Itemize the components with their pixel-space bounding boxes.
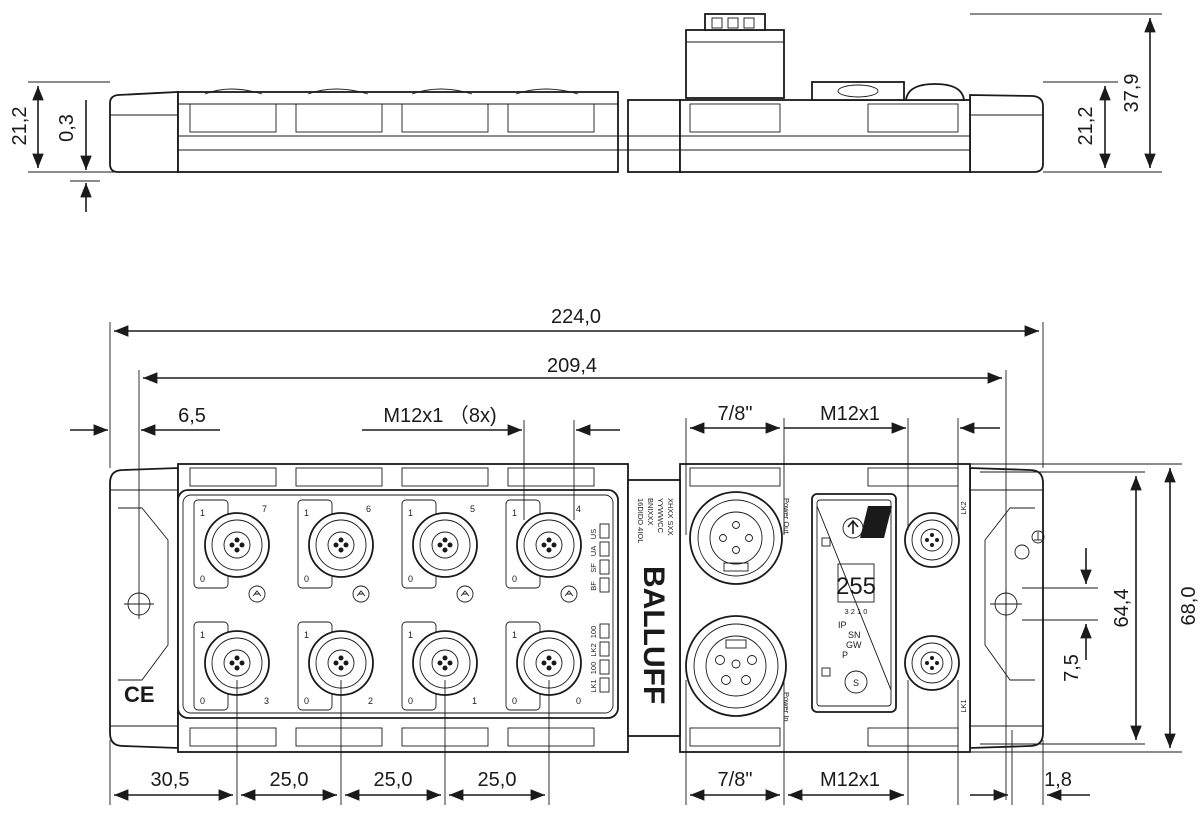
led-label-lk1: LK1 [589,679,598,692]
port-number-1: 1 [472,696,477,706]
gw-label: GW [846,640,862,650]
pin-one-label: 1 [304,508,309,518]
pin-one-label: 1 [512,630,517,640]
rotation-icons [248,585,578,603]
rotate-icon [352,585,370,603]
io-port-4: 1 0 4 [505,499,582,589]
io-port-3: 1 0 3 [193,621,270,711]
sn-label: SN [848,630,861,640]
dim-overall-length: 224,0 [551,306,601,328]
io-port-5: 1 0 5 [401,499,478,589]
dim-hole-offset: 6,5 [178,405,206,427]
port-number-6: 6 [366,504,371,514]
dim-bottom-pitch-2: 25,0 [374,769,413,791]
rotate-icon [248,585,266,603]
io-port-7: 1 0 7 [193,499,270,589]
pin-zero-label: 0 [512,574,517,584]
dim-power-thread-bottom: 7/8" [718,769,753,791]
product-line-1: BNIXXX [646,498,655,526]
dim-hole-spacing: 209,4 [547,355,597,377]
dim-port-thread-group: M12x1 （8x) [383,404,496,427]
pin-zero-label: 0 [200,696,205,706]
product-label: 16DIDO 4IOL BNIXXX YYWWCC XHXX SXX BALLU… [636,498,675,704]
dim-side-total-height: 37,9 [1121,74,1143,113]
pin-one-label: 1 [408,630,413,640]
led-indicators: US UA SF BF 100 LK2 100 LK1 [589,523,610,693]
io-port-6: 1 0 6 [297,499,374,589]
port-number-4: 4 [576,504,581,514]
port-number-5: 5 [470,504,475,514]
io-port-0: 1 0 0 [505,621,582,711]
ip-label: IP [838,620,847,630]
network-port-lk2: LK2 [904,501,968,568]
io-ports: 1 0 7 1 0 6 1 0 5 [193,499,582,711]
led-label-lk2: LK2 [589,643,598,656]
pin-zero-label: 0 [304,574,309,584]
port-number-2: 2 [368,696,373,706]
dim-side-offset: 0,3 [56,114,78,142]
rotate-icon [456,585,474,603]
pin-zero-label: 0 [200,574,205,584]
network-port-lk1: LK1 [904,635,968,713]
lk1-label: LK1 [959,699,968,712]
side-view [109,13,1044,173]
pin-zero-label: 0 [408,574,413,584]
ce-mark-icon: CE [124,682,155,707]
pin-zero-label: 0 [304,696,309,706]
pin-one-label: 1 [200,630,205,640]
pin-one-label: 1 [512,508,517,518]
p-label: P [842,650,848,660]
pin-one-label: 1 [200,508,205,518]
dim-power-thread-top: 7/8" [718,403,753,425]
network-connector-side [811,81,966,101]
power-out-connector: Power Out [689,491,791,585]
front-dimensions: 224,0 209,4 6,5 M12x1 （8x) 7/8" M12x1 [70,306,1200,805]
brand-logo: BALLUFF [637,566,670,704]
dim-bottom-pitch-1: 25,0 [270,769,309,791]
lk2-label: LK2 [959,501,968,514]
dim-hole-vertical-spacing: 64,4 [1111,589,1133,628]
dim-hole-vertical-offset: 7,5 [1061,654,1083,682]
dim-width-total: 68,0 [1178,587,1200,626]
power-out-label: Power Out [782,498,791,534]
port-number-3: 3 [264,696,269,706]
dim-bottom-pitch-3: 25,0 [478,769,517,791]
dim-side-height-left: 21,2 [9,107,31,146]
pin-one-label: 1 [304,630,309,640]
led-label-us: US [589,529,598,539]
led-label-ua: UA [589,546,598,556]
dim-net-thread-top: M12x1 [820,403,880,425]
arrow-up-icon [847,519,859,534]
power-in-connector: Power In [685,615,791,722]
side-port-tabs [189,103,959,133]
ground-icon [1014,530,1045,560]
side-port-caps [204,88,579,95]
led-label-100-bottom: 100 [589,662,598,675]
dim-flange-offset: 1,8 [1044,769,1072,791]
port-number-0: 0 [576,696,581,706]
led-label-100-top: 100 [589,626,598,639]
rotate-icon [560,585,578,603]
dim-bottom-first: 30,5 [151,769,190,791]
led-label-bf: BF [589,581,598,591]
product-line-3: XHXX SXX [666,498,675,536]
display-digits: 3 2 1 0 [845,607,868,616]
pin-one-label: 1 [408,508,413,518]
pin-zero-label: 0 [512,696,517,706]
power-in-label: Power In [782,692,791,722]
display-value: 255 [836,573,876,600]
product-code: 16DIDO 4IOL [636,498,645,543]
address-display-panel: 255 3 2 1 0 IP SN GW P S [811,493,897,713]
product-line-2: YYWWCC [656,498,665,534]
pin-zero-label: 0 [408,696,413,706]
led-label-sf: SF [589,563,598,573]
side-dimensions: 21,2 0,3 21,2 37,9 [9,13,1162,212]
port-number-7: 7 [262,504,267,514]
mounting-hole-left [124,589,154,619]
dim-side-height-right: 21,2 [1075,107,1097,146]
s-label: S [853,678,859,688]
power-connector-side [685,13,785,99]
dim-net-thread-bottom: M12x1 [820,769,880,791]
